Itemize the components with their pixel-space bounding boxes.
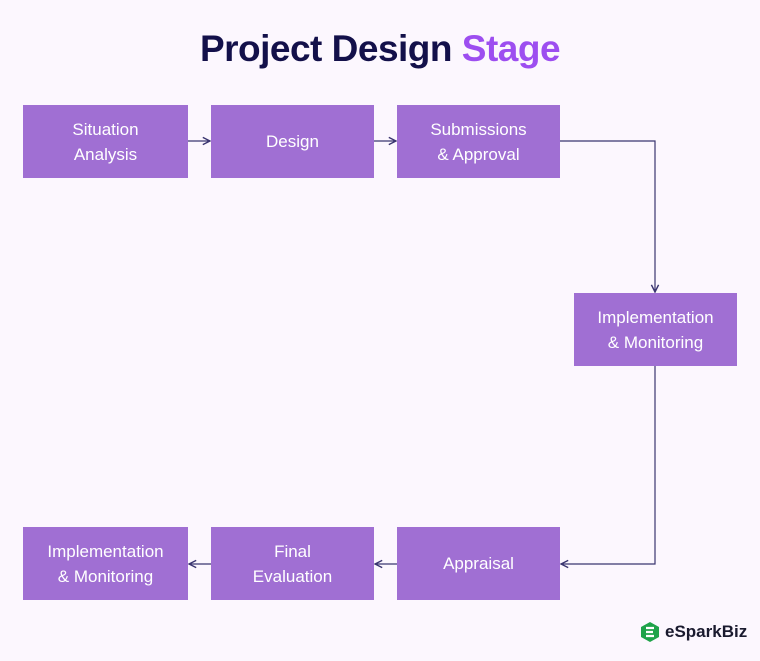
- logo-icon: [641, 622, 659, 642]
- step-label: & Approval: [437, 144, 520, 164]
- step-label: Appraisal: [443, 554, 514, 573]
- step-appraisal: Appraisal: [397, 527, 560, 600]
- title-main: Project Design: [199, 28, 453, 69]
- step-label: Analysis: [73, 144, 138, 164]
- step-label: Implementation: [47, 541, 164, 561]
- step-label: Evaluation: [252, 566, 333, 586]
- title-accent: Stage: [461, 28, 561, 69]
- step-implementation-monitoring: Implementation & Monitoring: [574, 293, 737, 366]
- arrow-4: [561, 366, 656, 564]
- page-title: Project Design Stage: [0, 28, 760, 70]
- step-design: Design: [211, 105, 374, 178]
- step-label: & Monitoring: [607, 332, 704, 352]
- step-submissions-approval: Submissions & Approval: [397, 105, 560, 178]
- arrow-3: [560, 140, 655, 292]
- step-label: Final: [274, 541, 311, 561]
- step-implementation-monitoring-2: Implementation & Monitoring: [23, 527, 188, 600]
- step-label: Submissions: [430, 119, 527, 139]
- logo: eSparkBiz: [640, 621, 747, 643]
- step-label: & Monitoring: [57, 566, 154, 586]
- logo-text: eSparkBiz: [665, 622, 748, 641]
- step-label: Situation: [72, 119, 139, 139]
- step-label: Implementation: [597, 307, 714, 327]
- step-label: Design: [266, 132, 319, 151]
